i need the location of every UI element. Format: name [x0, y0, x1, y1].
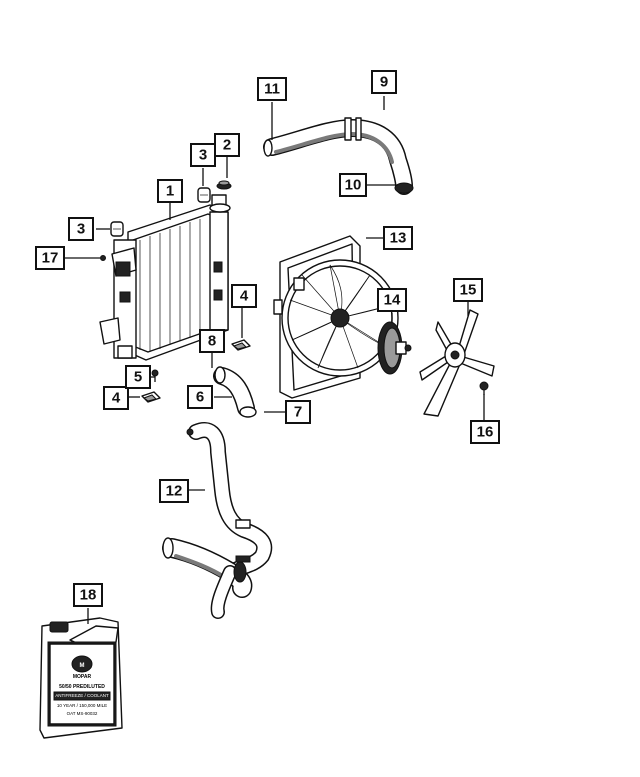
- fan-shroud: [273, 235, 399, 399]
- callout-4a-label: 4: [240, 288, 249, 305]
- bolt-lower: [151, 369, 159, 382]
- jug-line-4: OAT MS-90032: [67, 711, 98, 716]
- callout-14: 14: [377, 288, 407, 312]
- callout-17-label: 17: [42, 250, 59, 267]
- jug-line-3: 10 YEAR / 150,000 MILE: [57, 703, 107, 708]
- fan-blade: [419, 309, 495, 417]
- callout-6: 6: [187, 385, 213, 409]
- callout-11-label: 11: [264, 81, 280, 98]
- callout-6-label: 6: [196, 389, 204, 406]
- callout-5-label: 5: [134, 369, 142, 386]
- jug-brand: MOPAR: [73, 674, 92, 680]
- radiator-cap: [216, 180, 232, 190]
- callout-18-label: 18: [80, 587, 97, 604]
- callout-12: 12: [159, 479, 189, 503]
- callout-5: 5: [125, 365, 151, 389]
- callout-10-label: 10: [345, 177, 362, 194]
- bracket-lower: [141, 391, 161, 403]
- radiator-insulator-upper-right: [197, 187, 211, 203]
- callout-15: 15: [453, 278, 483, 302]
- callout-1: 1: [157, 179, 183, 203]
- callout-3b: 3: [68, 217, 94, 241]
- callout-9: 9: [371, 70, 397, 94]
- callout-4b-label: 4: [112, 390, 121, 407]
- callout-7: 7: [285, 400, 311, 424]
- callout-10: 10: [339, 173, 367, 197]
- callout-9-label: 9: [380, 74, 388, 91]
- callout-4b: 4: [103, 386, 129, 410]
- lower-radiator-hose: [213, 366, 257, 418]
- callout-18: 18: [73, 583, 103, 607]
- callout-17: 17: [35, 246, 65, 270]
- callout-12-label: 12: [166, 483, 183, 500]
- radiator: [99, 194, 231, 361]
- jug-line-1: 50/50 PREDILUTED: [59, 684, 105, 690]
- radiator-insulator-upper-left: [110, 221, 124, 237]
- callout-8-label: 8: [208, 333, 216, 350]
- callout-13: 13: [383, 226, 413, 250]
- callout-1-label: 1: [166, 183, 174, 200]
- callout-3b-label: 3: [77, 221, 85, 238]
- callout-16: 16: [470, 420, 500, 444]
- callout-3a-label: 3: [199, 147, 207, 164]
- heater-hose-assembly: [162, 422, 273, 619]
- callout-13-label: 13: [390, 230, 407, 247]
- callout-7-label: 7: [294, 404, 302, 421]
- callout-15-label: 15: [460, 282, 477, 299]
- callout-14-label: 14: [384, 292, 401, 309]
- fan-clutch: [377, 321, 412, 375]
- leader-lines: [64, 96, 485, 624]
- coolant-jug: M MOPAR 50/50 PREDILUTED ANTIFREEZE / CO…: [39, 617, 123, 739]
- fan-blade-bolt: [479, 381, 489, 395]
- callout-2: 2: [214, 133, 240, 157]
- svg-text:M: M: [80, 663, 85, 669]
- callout-2-label: 2: [223, 137, 231, 154]
- upper-radiator-hose: [263, 117, 414, 195]
- callout-16-label: 16: [477, 424, 494, 441]
- bracket-center: [231, 339, 251, 351]
- callout-4a: 4: [231, 284, 257, 308]
- radiator-screw: [100, 255, 106, 261]
- callout-3a: 3: [190, 143, 216, 167]
- jug-line-2: ANTIFREEZE / COOLANT: [55, 693, 109, 698]
- callout-8: 8: [199, 329, 225, 353]
- callout-11: 11: [257, 77, 287, 101]
